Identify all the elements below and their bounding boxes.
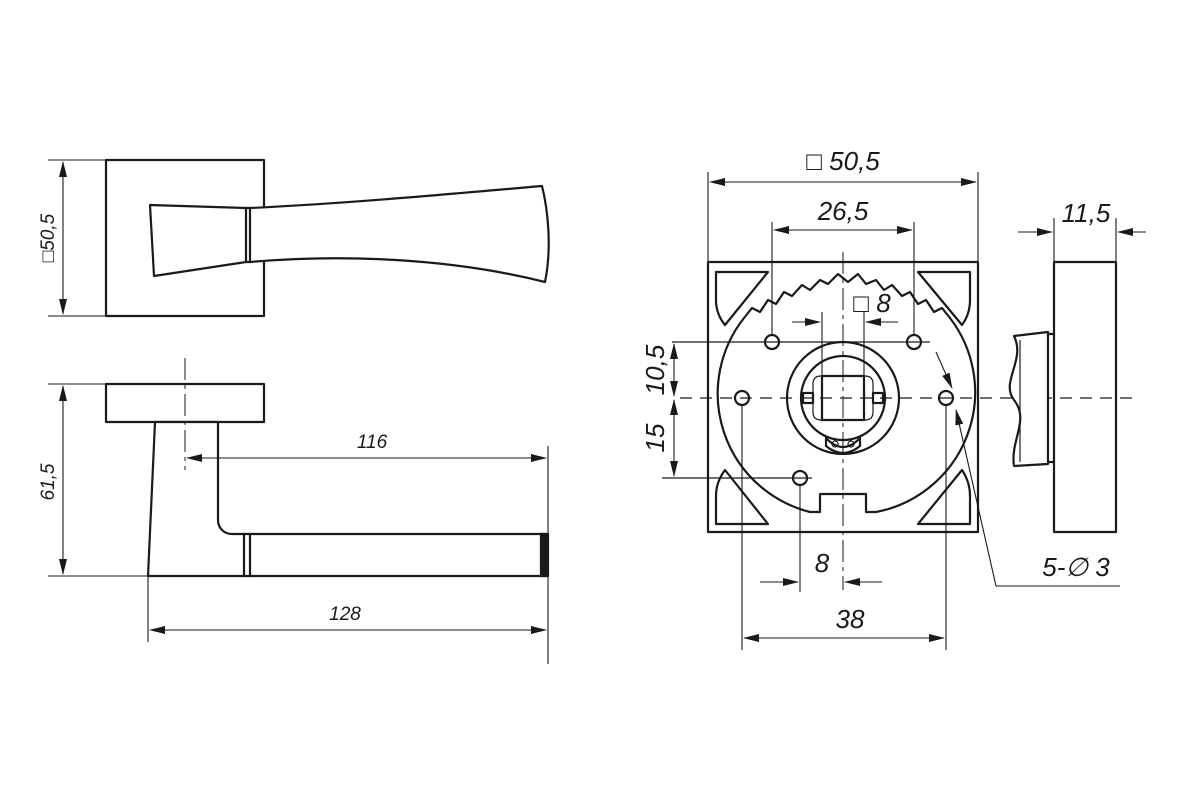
callout-holes: 5-∅ 3	[935, 351, 1120, 587]
handle-front-view	[104, 158, 550, 318]
dim-lever-128: 128	[147, 576, 547, 642]
dim-rose-thickness: 11,5	[1018, 198, 1146, 262]
dim-label-lever-116: 116	[357, 432, 388, 453]
dim-label-slot-width: 8	[815, 548, 830, 578]
corner-pad-bl	[714, 468, 770, 526]
dim-hole-spacing-bottom: 38	[741, 405, 947, 650]
handle-lever-front	[248, 184, 550, 284]
dim-rose-width: □ 50,5	[707, 146, 979, 262]
dim-hole-spacing-top: 26,5	[771, 196, 915, 335]
dim-slot-width: 8	[760, 485, 882, 592]
dim-label-offset-lower: 15	[640, 423, 670, 452]
dim-label-side-height: 61,5	[38, 463, 59, 500]
lever-body-side	[146, 420, 548, 578]
dim-offset-upper: 10,5	[640, 343, 678, 397]
spring-frame	[812, 375, 874, 421]
dim-side-height: 61,5	[38, 383, 148, 577]
rose-side-body	[1052, 260, 1118, 534]
dim-label-spindle-square: □ 8	[853, 288, 891, 318]
corner-pad-tl	[714, 270, 770, 327]
dim-spindle-square: □ 8	[792, 288, 898, 376]
spindle-stub-side	[1008, 330, 1050, 468]
lever-tip-side	[539, 532, 550, 578]
dim-label-front-rose: □50,5	[38, 213, 59, 262]
handle-side-view	[104, 358, 550, 578]
dim-label-hole-spacing-bottom: 38	[836, 604, 865, 634]
dim-label-lever-128: 128	[329, 604, 361, 625]
dim-label-hole-spacing-top: 26,5	[817, 196, 869, 226]
dim-label-rose-width: □ 50,5	[806, 146, 880, 176]
dim-offset-lower: 15	[640, 399, 678, 477]
handle-neck-front	[148, 203, 248, 278]
corner-pad-br	[916, 468, 972, 526]
corner-pad-tr	[916, 270, 972, 327]
rose-back-view	[662, 252, 1140, 590]
dim-front-rose: □50,5	[38, 159, 106, 317]
rose-ring	[716, 272, 977, 514]
dim-lever-116: 116	[186, 432, 549, 664]
rose-side-view	[1008, 260, 1118, 534]
dim-label-rose-thickness: 11,5	[1062, 198, 1111, 228]
callout-label-holes: 5-∅ 3	[1042, 552, 1110, 582]
dim-label-offset-upper: 10,5	[640, 344, 670, 395]
